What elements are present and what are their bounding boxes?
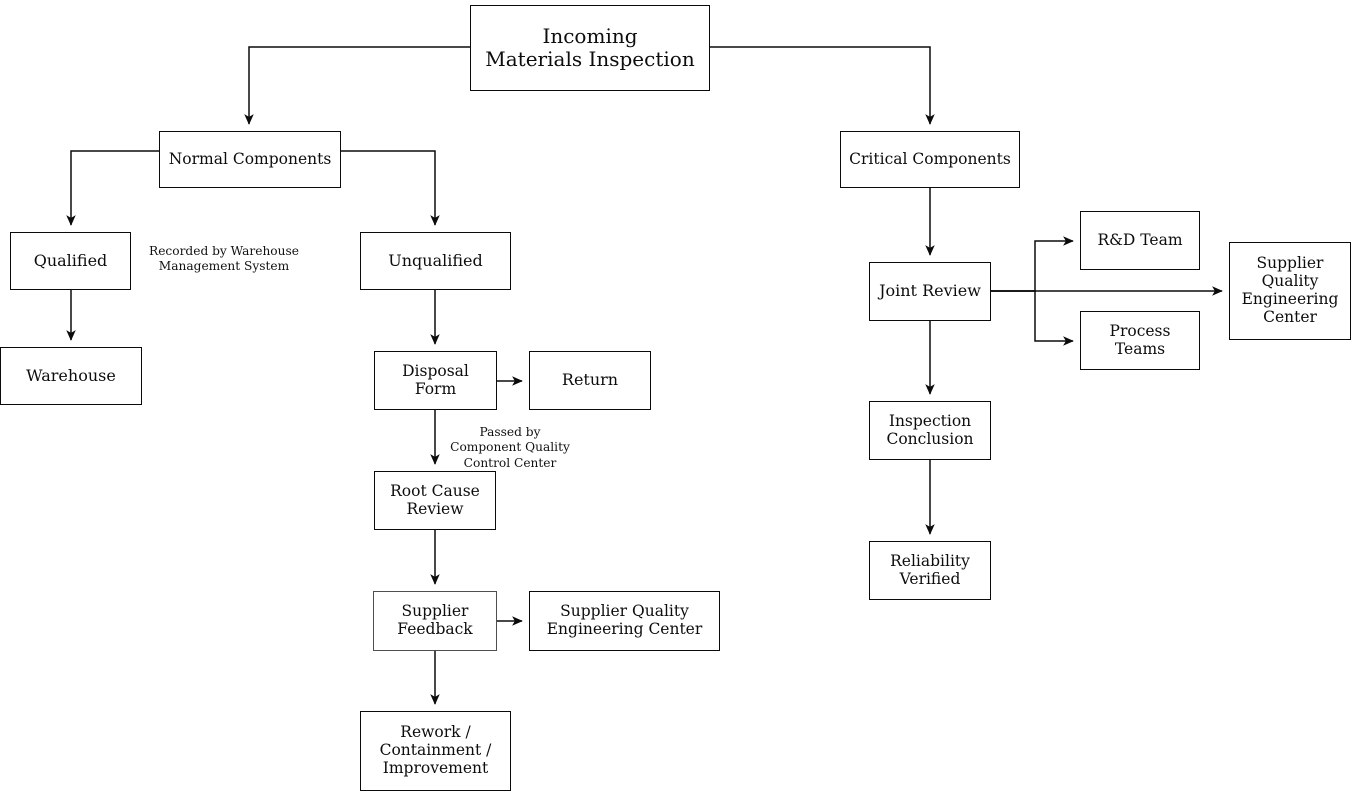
edge-incoming-to-critical	[710, 46, 935, 125]
node-warehouse[interactable]: Warehouse	[0, 347, 142, 405]
node-incoming[interactable]: Incoming Materials Inspection	[470, 5, 710, 91]
node-jointreview[interactable]: Joint Review	[869, 262, 991, 321]
node-sqec_mid[interactable]: Supplier Quality Engineering Center	[529, 591, 720, 651]
node-return[interactable]: Return	[529, 351, 651, 410]
node-reliability[interactable]: Reliability Verified	[869, 541, 991, 600]
node-sqec_right[interactable]: Supplier Quality Engineering Center	[1229, 242, 1351, 340]
edge-label-passed-note: Passed by Component Quality Control Cent…	[450, 425, 570, 470]
node-rework[interactable]: Rework / Containment / Improvement	[360, 711, 511, 791]
node-processteams[interactable]: Process Teams	[1080, 311, 1200, 370]
node-inspconclusion[interactable]: Inspection Conclusion	[869, 401, 991, 460]
node-supplierfb[interactable]: Supplier Feedback	[373, 591, 497, 651]
node-disposal[interactable]: Disposal Form	[374, 351, 497, 410]
node-normal[interactable]: Normal Components	[159, 131, 341, 188]
node-critical[interactable]: Critical Components	[840, 131, 1020, 188]
edge-jointreview-to-processteams	[991, 290, 1074, 346]
edge-jointreview-to-rdteam	[991, 236, 1074, 292]
edge-normal-to-qualified	[66, 150, 159, 226]
node-rootcause[interactable]: Root Cause Review	[374, 471, 496, 530]
node-qualified[interactable]: Qualified	[10, 232, 131, 290]
node-rdteam[interactable]: R&D Team	[1080, 211, 1200, 270]
edge-normal-to-unqualified	[341, 150, 440, 226]
edge-label-warehouse-note: Recorded by Warehouse Management System	[149, 244, 299, 274]
edge-incoming-to-normal	[244, 46, 470, 125]
node-unqualified[interactable]: Unqualified	[360, 232, 511, 290]
